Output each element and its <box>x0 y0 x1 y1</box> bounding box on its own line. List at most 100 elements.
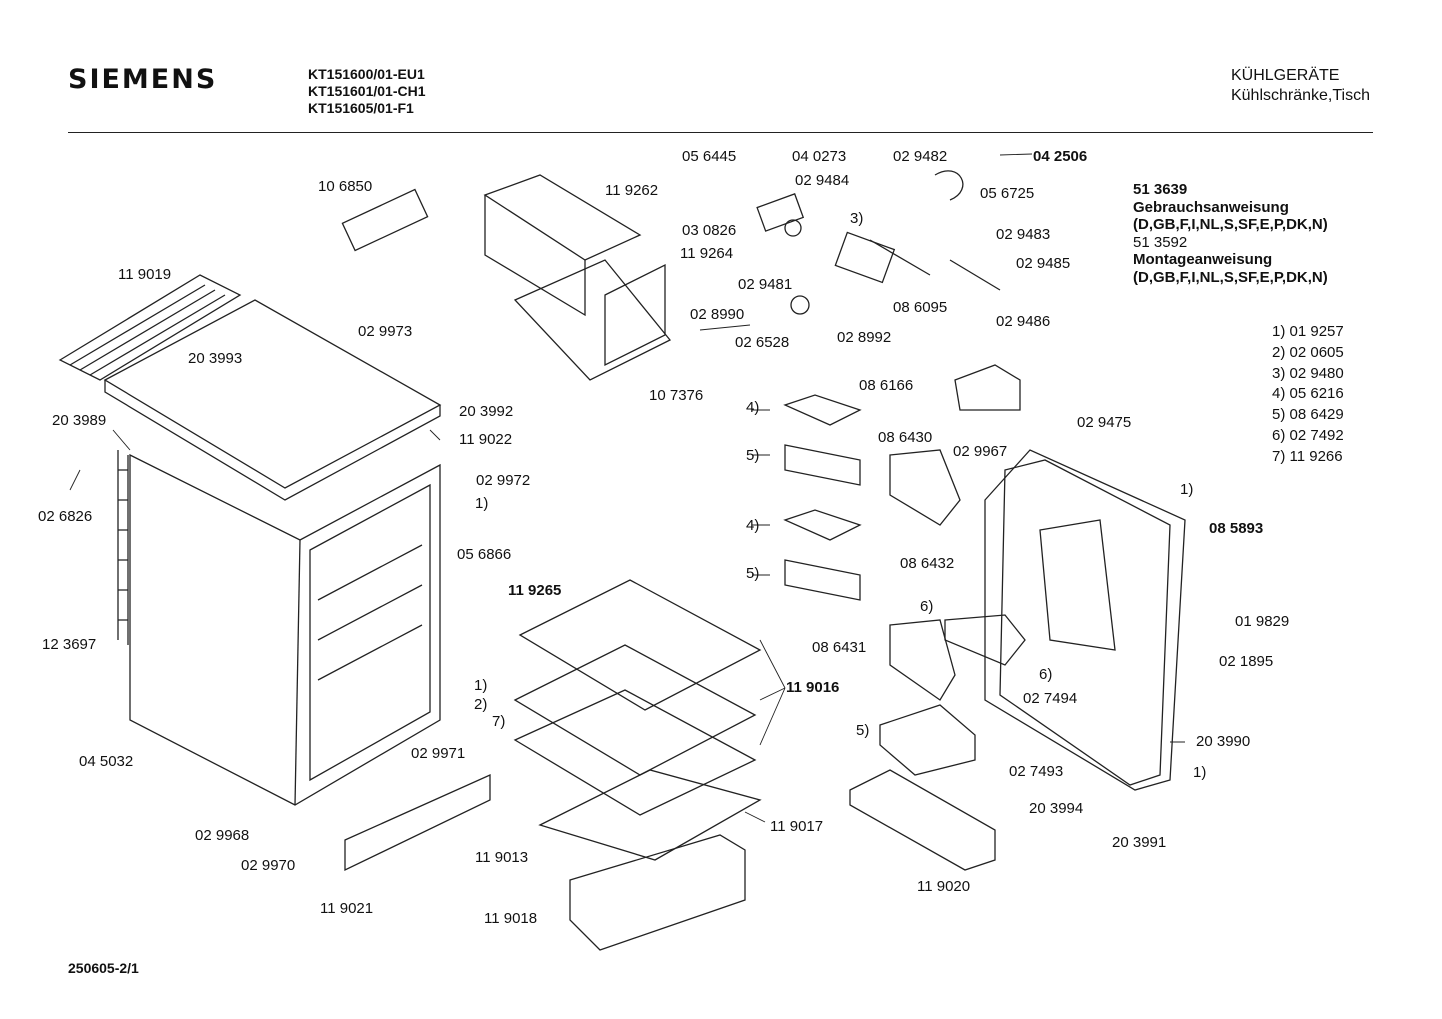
doc-number: 51 3639 <box>1133 181 1188 198</box>
part-label: 7) <box>492 713 506 730</box>
part-label: 08 6430 <box>878 429 933 446</box>
part-label: 1) <box>475 495 489 512</box>
doc-title: Montageanweisung <box>1133 251 1273 268</box>
part-label: 08 6166 <box>859 377 914 394</box>
part-label: 04 2506 <box>1033 148 1088 165</box>
part-label: 4) <box>746 399 760 416</box>
part-label: 2) <box>474 696 488 713</box>
part-label: 02 9481 <box>738 276 793 293</box>
category-title: KÜHLGERÄTE <box>1230 67 1340 84</box>
freezer-compartment <box>483 174 672 381</box>
part-label: 5) <box>856 722 870 739</box>
part-label: 04 0273 <box>792 148 847 165</box>
legend-item: 4) 05 6216 <box>1272 385 1344 403</box>
part-label: 4) <box>746 517 760 534</box>
part-label: 05 6725 <box>980 185 1035 202</box>
doc-languages: (D,GB,F,I,NL,S,SF,E,P,DK,N) <box>1133 216 1328 233</box>
part-label: 08 6095 <box>893 299 948 316</box>
legend-item: 5) 08 6429 <box>1272 406 1344 424</box>
leader-lines <box>69 153 1185 823</box>
part-label: 02 9967 <box>953 443 1008 460</box>
door-assembly <box>984 449 1186 791</box>
part-label: 20 3991 <box>1112 834 1167 851</box>
part-label: 08 5893 <box>1209 520 1264 537</box>
part-label: 20 3992 <box>459 403 514 420</box>
part-label: 02 1895 <box>1219 653 1274 670</box>
part-label: 02 9968 <box>195 827 250 844</box>
legend-item: 6) 02 7492 <box>1272 426 1344 444</box>
model-list: KT151600/01-EU1 KT151601/01-CH1 KT151605… <box>308 66 426 117</box>
part-label: 11 9016 <box>786 679 840 696</box>
part-label: 02 9486 <box>996 313 1051 330</box>
brand-logo: SIEMENS <box>68 64 218 95</box>
part-label: 08 6431 <box>812 639 867 656</box>
part-label: 20 3989 <box>52 412 107 429</box>
door-bins <box>783 364 1026 871</box>
ice-tray <box>341 188 429 252</box>
part-label: 02 7493 <box>1009 763 1064 780</box>
crisper-drawer <box>569 834 746 951</box>
part-label: 11 9017 <box>770 818 824 835</box>
part-label: 01 9829 <box>1235 613 1290 630</box>
part-label: 5) <box>746 447 760 464</box>
part-label: 1) <box>1193 764 1207 781</box>
model-number: KT151605/01-F1 <box>308 100 414 116</box>
part-label: 04 5032 <box>79 753 134 770</box>
top-grille <box>58 274 242 381</box>
part-label: 1) <box>1180 481 1194 498</box>
part-label: 6) <box>920 598 934 615</box>
part-label: 02 9970 <box>241 857 296 874</box>
category-subtitle: Kühlschränke,Tisch <box>1230 87 1370 104</box>
part-label: 02 9485 <box>1016 255 1071 272</box>
legend-item: 2) 02 0605 <box>1272 343 1344 361</box>
part-label: 11 9022 <box>459 431 513 448</box>
part-label: 11 9021 <box>320 900 374 917</box>
condenser-coil <box>117 450 129 645</box>
documentation-block: 51 3639 Gebrauchsanweisung (D,GB,F,I,NL,… <box>1133 181 1328 286</box>
part-label: 08 6432 <box>900 555 955 572</box>
part-label: 5) <box>746 565 760 582</box>
reference-legend: 1) 01 9257 2) 02 0605 3) 02 9480 4) 05 6… <box>1272 322 1344 468</box>
part-label: 02 9484 <box>795 172 850 189</box>
part-label: 11 9262 <box>605 182 659 199</box>
base-grille <box>344 773 491 872</box>
part-label: 3) <box>850 210 864 227</box>
part-label: 02 8990 <box>690 306 745 323</box>
part-label: 11 9264 <box>680 245 734 262</box>
legend-item: 7) 11 9266 <box>1272 447 1343 465</box>
part-label: 10 7376 <box>649 387 704 404</box>
part-label: 02 9483 <box>996 226 1051 243</box>
part-label: 11 9013 <box>475 849 529 866</box>
category-block: KÜHLGERÄTE Kühlschränke,Tisch <box>1231 66 1370 106</box>
part-label: 6) <box>1039 666 1053 683</box>
part-label: 02 9475 <box>1077 414 1132 431</box>
part-label: 02 9973 <box>358 323 413 340</box>
part-label: 11 9018 <box>484 910 538 927</box>
part-label: 11 9019 <box>118 266 172 283</box>
thermostat-assembly <box>756 170 1001 315</box>
legend-item: 3) 02 9480 <box>1272 364 1344 382</box>
part-label: 02 9971 <box>411 745 466 762</box>
part-label: 02 8992 <box>837 329 892 346</box>
part-label: 05 6866 <box>457 546 512 563</box>
part-label: 20 3990 <box>1196 733 1251 750</box>
drawing-code: 250605-2/1 <box>68 960 139 976</box>
header-divider <box>68 132 1373 133</box>
model-number: KT151601/01-CH1 <box>308 83 426 99</box>
glass-shelves <box>513 579 762 861</box>
part-label: 10 6850 <box>318 178 373 195</box>
model-number: KT151600/01-EU1 <box>308 66 425 82</box>
part-label: 12 3697 <box>42 636 97 653</box>
legend-item: 1) 01 9257 <box>1272 323 1344 340</box>
worktop <box>103 299 442 501</box>
doc-title: Gebrauchsanweisung <box>1133 198 1289 216</box>
doc-languages: (D,GB,F,I,NL,S,SF,E,P,DK,N) <box>1133 268 1328 286</box>
part-label: 11 9020 <box>917 878 971 895</box>
part-label: 20 3993 <box>188 350 243 367</box>
part-label: 02 6826 <box>38 508 93 525</box>
part-label: 03 0826 <box>682 222 737 239</box>
part-label: 02 7494 <box>1023 690 1078 707</box>
part-label: 1) <box>474 677 488 694</box>
doc-number: 51 3592 <box>1133 233 1188 251</box>
